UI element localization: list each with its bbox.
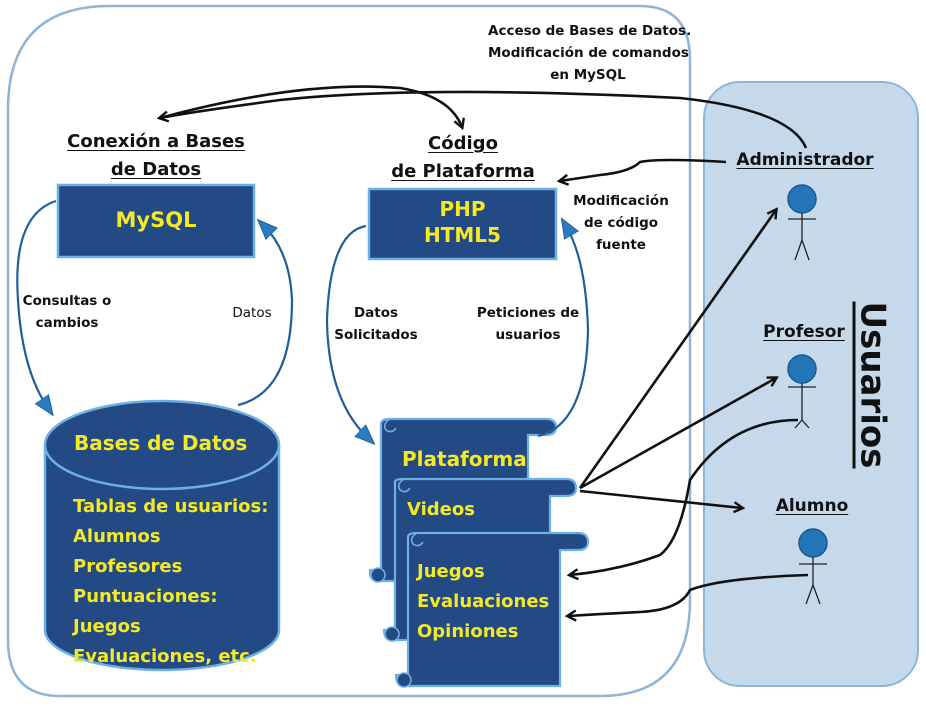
scroll-line-juegos: Juegos [417,561,485,582]
database-cylinder[interactable] [43,399,281,672]
top-annotation: Acceso de Bases de Datos. Modificación d… [488,20,692,86]
arrow-platform-to-alumno [579,489,742,508]
arrow-platform-to-admin [578,210,776,489]
actor-administrador-label: Administrador [736,150,874,170]
arrow-admin-to-code [159,85,462,127]
modificacion-line-3: fuente [596,237,646,253]
database-line: Puntuaciones: [73,586,218,607]
scroll-videos-label: Videos [407,499,475,520]
scroll-contenidos[interactable] [394,531,590,688]
datos-solicitados-label: Datos Solicitados [326,302,426,346]
actor-profesor-label: Profesor [763,322,845,342]
top-annotation-line-3: en MySQL [550,67,626,83]
consultas-line-1: Consultas o [22,293,112,309]
database-line: Alumnos [73,526,161,547]
db-connection-title: Conexión a Bases de Datos [56,128,256,184]
arrow-platform-to-profesor [579,378,776,490]
actor-profesor-icon[interactable] [787,354,817,429]
consultas-label: Consultas o cambios [12,290,122,334]
flow-arrow-datos-solicitados [325,224,368,438]
arrow-admin-to-mysql [160,90,808,149]
scroll-line-opiniones: Opiniones [417,621,519,642]
db-connection-title-line-2: de Datos [110,159,202,180]
database-line: Juegos [73,616,141,637]
platform-code-title: Código de Plataforma [363,130,563,186]
database-title: Bases de Datos [74,431,248,455]
flow-arrow-datos [237,226,294,407]
mysql-box[interactable] [56,183,256,259]
php-html5-label: PHP HTML5 [369,196,556,248]
peticiones-line-2: usuarios [495,327,561,343]
html5-label: HTML5 [424,223,501,247]
top-annotation-line-1: Acceso de Bases de Datos. [488,23,692,39]
php-html5-box[interactable] [367,187,558,261]
mysql-label: MySQL [115,208,197,232]
actor-alumno-label: Alumno [775,496,849,516]
flow-arrow-peticiones [537,226,590,438]
database-line: Evaluaciones, etc. [73,646,257,667]
modificacion-line-1: Modificación [573,193,669,209]
platform-code-title-line-2: de Plataforma [391,161,535,182]
arrow-alumno-to-evaluaciones [568,573,809,616]
database-line: Tablas de usuarios: [73,496,269,517]
consultas-line-2: cambios [35,315,99,331]
php-label: PHP [439,197,486,221]
database-contents: Tablas de usuarios: Alumnos Profesores P… [73,492,268,672]
top-annotation-line-2: Modificación de comandos [488,45,689,61]
peticiones-line-1: Peticiones de [476,305,580,321]
users-panel [703,81,919,687]
arrow-admin-to-platform [560,158,727,181]
peticiones-label: Peticiones de usuarios [468,302,588,346]
actor-administrador-icon[interactable] [787,184,817,261]
datos-solicitados-line-1: Datos [353,305,399,321]
scroll-line-evaluaciones: Evaluaciones [417,591,550,612]
modificacion-line-2: de código [583,215,659,231]
scroll-contenidos-label: Juegos Evaluaciones Opiniones [417,557,549,647]
modificacion-codigo-label: Modificación de código fuente [566,190,676,256]
datos-label: Datos [232,305,272,321]
scroll-plataforma-label: Plataforma [402,447,527,471]
users-panel-title: Usuarios [852,301,893,469]
arrow-profesor-to-juegos [570,418,799,575]
flow-arrow-consultas [16,199,57,408]
db-connection-title-line-1: Conexión a Bases [67,131,245,152]
datos-solicitados-line-2: Solicitados [334,327,418,343]
database-line: Profesores [73,556,183,577]
actor-alumno-icon[interactable] [798,528,828,605]
platform-code-title-line-1: Código [428,133,498,154]
